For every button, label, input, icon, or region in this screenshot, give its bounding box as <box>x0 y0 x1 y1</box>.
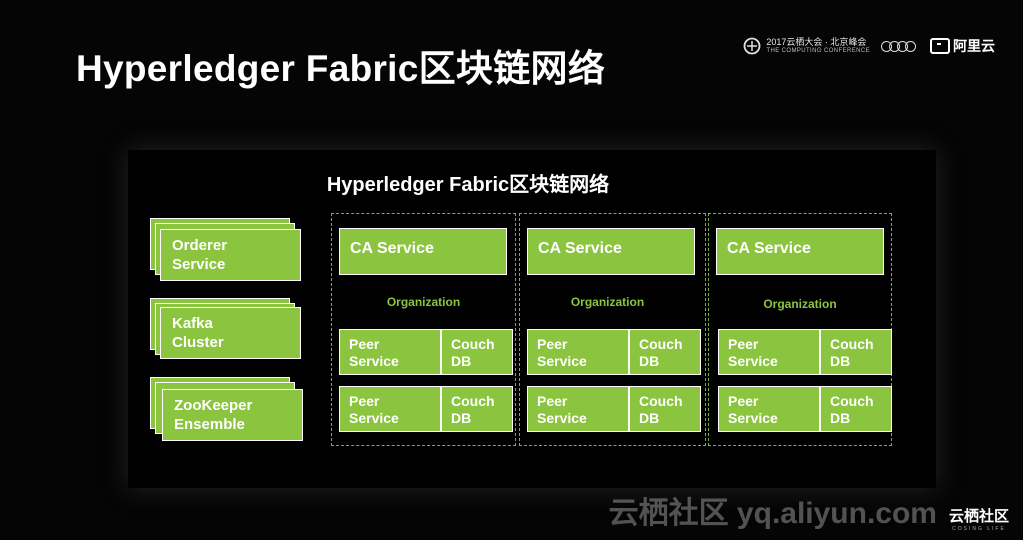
aliyun-brand-text: 阿里云 <box>953 38 995 54</box>
peer-label-line1: Peer <box>728 336 759 352</box>
peer-service-2-1: Peer Service <box>527 329 629 375</box>
kafka-cluster-line2: Cluster <box>172 334 224 351</box>
peer-label-line2: Service <box>728 353 778 369</box>
couch-label-line2: DB <box>451 410 472 426</box>
couch-label-line2: DB <box>830 353 851 369</box>
peer-label-line1: Peer <box>349 336 380 352</box>
organization-box-1 <box>331 213 516 446</box>
watermark-badge: 云栖社区 COSING LIFE <box>949 505 1009 532</box>
peer-label-line1: Peer <box>728 393 759 409</box>
ca-service-2: CA Service <box>527 228 695 275</box>
peer-label-line2: Service <box>349 410 399 426</box>
organization-box-2 <box>519 213 706 446</box>
aliyun-mark-icon <box>930 38 950 54</box>
olympic-rings-icon <box>881 40 916 52</box>
couch-label-line2: DB <box>451 353 472 369</box>
couch-db-3-1: Couch DB <box>820 329 892 375</box>
couch-label-line1: Couch <box>639 393 683 409</box>
watermark-text: 云栖社区 yq.aliyun.com <box>608 497 937 530</box>
peer-label-line2: Service <box>537 410 587 426</box>
peer-service-3-1: Peer Service <box>718 329 820 375</box>
couch-label-line2: DB <box>639 353 660 369</box>
couch-label-line1: Couch <box>451 336 495 352</box>
peer-label-line2: Service <box>537 353 587 369</box>
couch-db-2-1: Couch DB <box>629 329 701 375</box>
peer-service-1-2: Peer Service <box>339 386 441 432</box>
organization-label-1: Organization <box>386 295 461 309</box>
peer-service-3-2: Peer Service <box>718 386 820 432</box>
zookeeper-ensemble-line2: Ensemble <box>174 416 245 433</box>
peer-label-line1: Peer <box>537 393 568 409</box>
ca-service-3: CA Service <box>716 228 884 275</box>
peer-service-1-1: Peer Service <box>339 329 441 375</box>
conference-subtitle: THE COMPUTING CONFERENCE <box>766 47 870 54</box>
couch-label-line1: Couch <box>830 393 874 409</box>
orderer-service-card: Orderer Service <box>160 229 301 281</box>
couch-db-3-2: Couch DB <box>820 386 892 432</box>
peer-label-line2: Service <box>349 353 399 369</box>
ca-service-1: CA Service <box>339 228 507 275</box>
zookeeper-ensemble-card: ZooKeeper Ensemble <box>162 389 303 441</box>
zookeeper-ensemble-line1: ZooKeeper <box>174 397 253 414</box>
organization-label-3: Organization <box>763 297 837 311</box>
kafka-cluster-card: Kafka Cluster <box>160 307 301 359</box>
organization-label-2: Organization <box>570 295 645 309</box>
peer-label-line1: Peer <box>349 393 380 409</box>
diagram-title: Hyperledger Fabric区块链网络 <box>326 174 610 196</box>
couch-label-line2: DB <box>639 410 660 426</box>
peer-label-line2: Service <box>728 410 778 426</box>
peer-service-2-2: Peer Service <box>527 386 629 432</box>
header-logos: 2017云栖大会 · 北京峰会 THE COMPUTING CONFERENCE… <box>743 26 995 66</box>
couch-label-line1: Couch <box>451 393 495 409</box>
watermark-badge-sub: COSING LIFE <box>952 526 1006 532</box>
kafka-cluster-line1: Kafka <box>172 315 213 332</box>
conference-logo: 2017云栖大会 · 北京峰会 THE COMPUTING CONFERENCE <box>743 37 870 55</box>
couch-db-1-1: Couch DB <box>441 329 513 375</box>
watermark-badge-text: 云栖社区 <box>948 508 1009 525</box>
couch-label-line2: DB <box>830 410 851 426</box>
conference-name: 2017云栖大会 · 北京峰会 <box>766 37 867 48</box>
slide-title: Hyperledger Fabric区块链网络 <box>76 48 606 89</box>
orderer-service-line2: Service <box>172 256 226 273</box>
conference-globe-icon <box>743 37 761 55</box>
orderer-service-line1: Orderer <box>172 237 228 254</box>
aliyun-logo: 阿里云 <box>930 36 995 56</box>
watermark: 云栖社区 yq.aliyun.com 云栖社区 COSING LIFE <box>609 488 1009 532</box>
couch-db-1-2: Couch DB <box>441 386 513 432</box>
couch-db-2-2: Couch DB <box>629 386 701 432</box>
couch-label-line1: Couch <box>830 336 874 352</box>
peer-label-line1: Peer <box>537 336 568 352</box>
couch-label-line1: Couch <box>639 336 683 352</box>
